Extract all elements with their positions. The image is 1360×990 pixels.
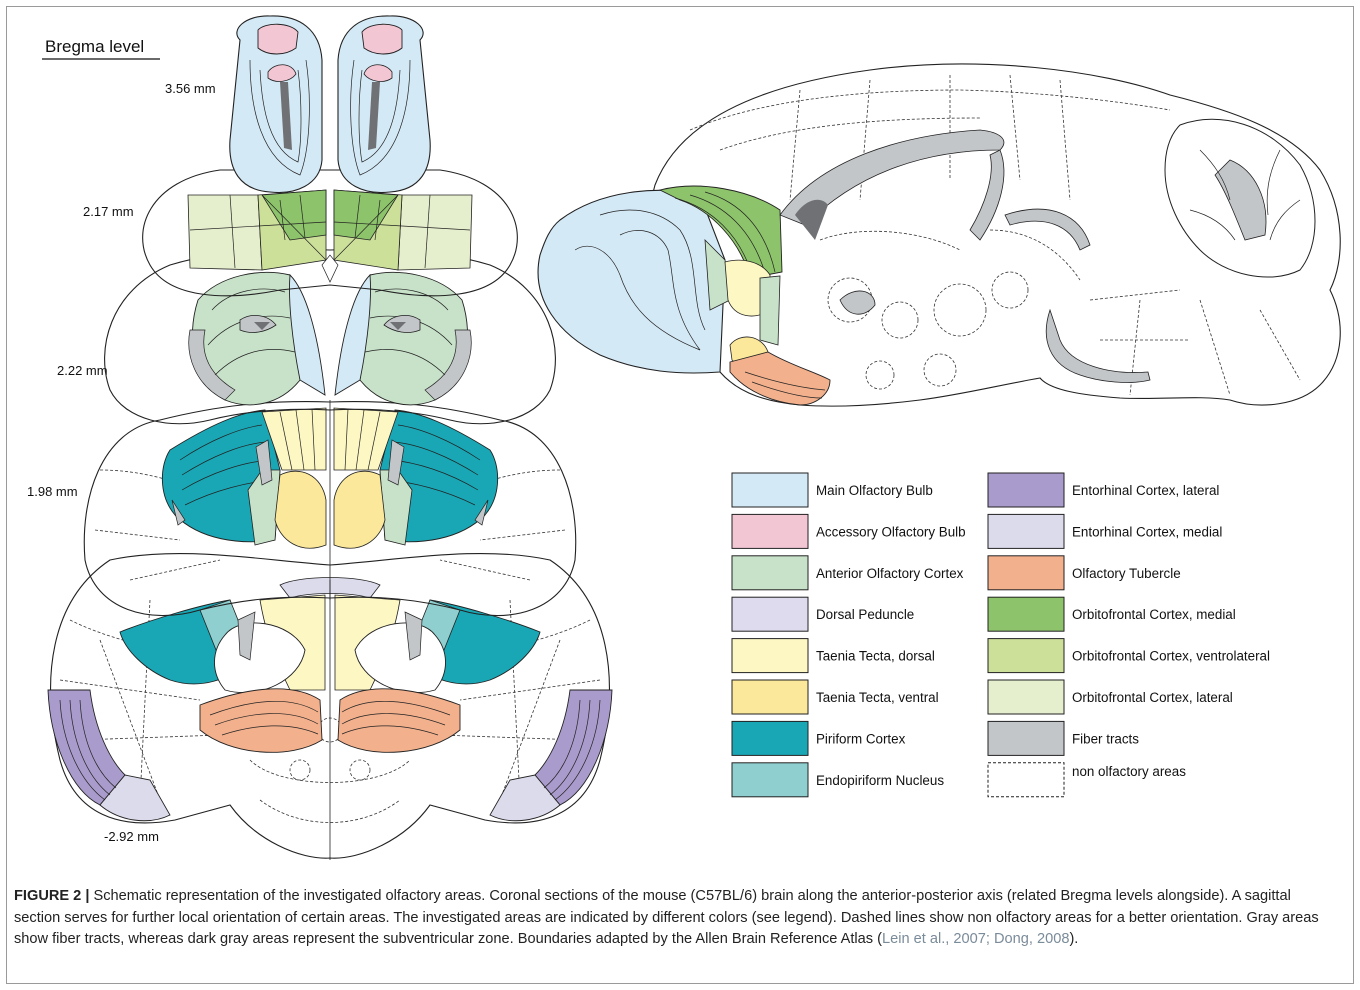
legend-label-orbitofrontal-cortex-lateral: Orbitofrontal Cortex, lateral: [1072, 690, 1233, 705]
legend-label-piriform-cortex: Piriform Cortex: [816, 731, 906, 746]
olfactory-tubercle-left: [200, 689, 322, 753]
legend-swatch-dorsal-peduncle: [732, 597, 808, 631]
level-label-minus-2-92: -2.92 mm: [104, 829, 159, 844]
legend-label-fiber-tracts: Fiber tracts: [1072, 731, 1139, 746]
legend-label-entorhinal-cortex-lateral: Entorhinal Cortex, lateral: [1072, 483, 1219, 498]
legend-swatch-entorhinal-cortex-medial: [988, 514, 1064, 548]
legend-swatch-orbitofrontal-cortex-lateral: [988, 680, 1064, 714]
aob-right: [362, 24, 402, 54]
legend-label-accessory-olfactory-bulb: Accessory Olfactory Bulb: [816, 524, 966, 539]
legend-label-olfactory-tubercle: Olfactory Tubercle: [1072, 566, 1181, 581]
legend-swatch-fiber-tracts: [988, 721, 1064, 755]
sagittal-olfactory-tubercle: [730, 352, 830, 405]
figure-diagram: Bregma level 3.56 mm 2.17 mm 2.22 mm 1.9…: [0, 0, 1360, 880]
coronal-section-2-17: [143, 170, 518, 296]
coronal-section-3-56: [230, 16, 430, 193]
taenia-ventral-left: [275, 471, 326, 548]
legend-swatch-main-olfactory-bulb: [732, 473, 808, 507]
legend-swatch-piriform-cortex: [732, 721, 808, 755]
sagittal-fiber-1: [970, 150, 1004, 240]
bregma-title: Bregma level: [45, 37, 144, 56]
legend-label-anterior-olfactory-cortex: Anterior Olfactory Cortex: [816, 566, 964, 581]
ofc-lateral-right: [398, 195, 472, 270]
taenia-ventral-right: [334, 471, 385, 548]
legend-swatch-taenia-tecta-dorsal: [732, 639, 808, 673]
level-label-2-17: 2.17 mm: [83, 204, 134, 219]
caption-citation: Lein et al., 2007; Dong, 2008: [882, 931, 1069, 947]
legend-swatch-olfactory-tubercle: [988, 556, 1064, 590]
legend-label-taenia-tecta-ventral: Taenia Tecta, ventral: [816, 690, 939, 705]
coronal-section-1-98: [84, 400, 575, 616]
legend-swatch-endopiriform-nucleus: [732, 763, 808, 797]
caption-end: ).: [1069, 931, 1078, 947]
legend-swatch-entorhinal-cortex-lateral: [988, 473, 1064, 507]
figure-caption: FIGURE 2 | Schematic representation of t…: [14, 886, 1340, 951]
legend-label-dorsal-peduncle: Dorsal Peduncle: [816, 607, 914, 622]
sagittal-fiber-3: [1046, 310, 1150, 382]
legend-label-non-olfactory-areas: non olfactory areas: [1072, 764, 1186, 779]
caption-label: FIGURE 2 |: [14, 888, 89, 904]
legend-swatch-anterior-olfactory-cortex: [732, 556, 808, 590]
sagittal-aoc-2: [760, 276, 780, 345]
legend-label-taenia-tecta-dorsal: Taenia Tecta, dorsal: [816, 649, 935, 664]
level-label-1-98: 1.98 mm: [27, 484, 78, 499]
caption-text: Schematic representation of the investig…: [14, 888, 1319, 947]
olfactory-tubercle-right: [338, 689, 460, 753]
level-label-2-22: 2.22 mm: [57, 363, 108, 378]
legend-label-main-olfactory-bulb: Main Olfactory Bulb: [816, 483, 933, 498]
aob-left: [258, 24, 298, 54]
legend-label-entorhinal-cortex-medial: Entorhinal Cortex, medial: [1072, 524, 1222, 539]
legend-swatch-orbitofrontal-cortex-ventrolateral: [988, 639, 1064, 673]
legend-label-endopiriform-nucleus: Endopiriform Nucleus: [816, 773, 944, 788]
sagittal-fiber-2: [1005, 209, 1090, 250]
entorhinal-lateral-left: [48, 690, 125, 805]
sagittal-fiber-4: [840, 291, 875, 314]
entorhinal-lateral-right: [535, 690, 612, 805]
level-label-3-56: 3.56 mm: [165, 81, 216, 96]
sagittal-section: [538, 64, 1340, 406]
ofc-lateral-left: [188, 195, 262, 270]
legend-swatch-taenia-tecta-ventral: [732, 680, 808, 714]
legend-label-orbitofrontal-cortex-medial: Orbitofrontal Cortex, medial: [1072, 607, 1236, 622]
legend-label-orbitofrontal-cortex-ventrolateral: Orbitofrontal Cortex, ventrolateral: [1072, 649, 1270, 664]
legend-swatch-orbitofrontal-cortex-medial: [988, 597, 1064, 631]
coronal-sections: [48, 16, 612, 860]
legend-swatch-accessory-olfactory-bulb: [732, 514, 808, 548]
legend-swatch-non-olfactory-areas: [988, 763, 1064, 797]
